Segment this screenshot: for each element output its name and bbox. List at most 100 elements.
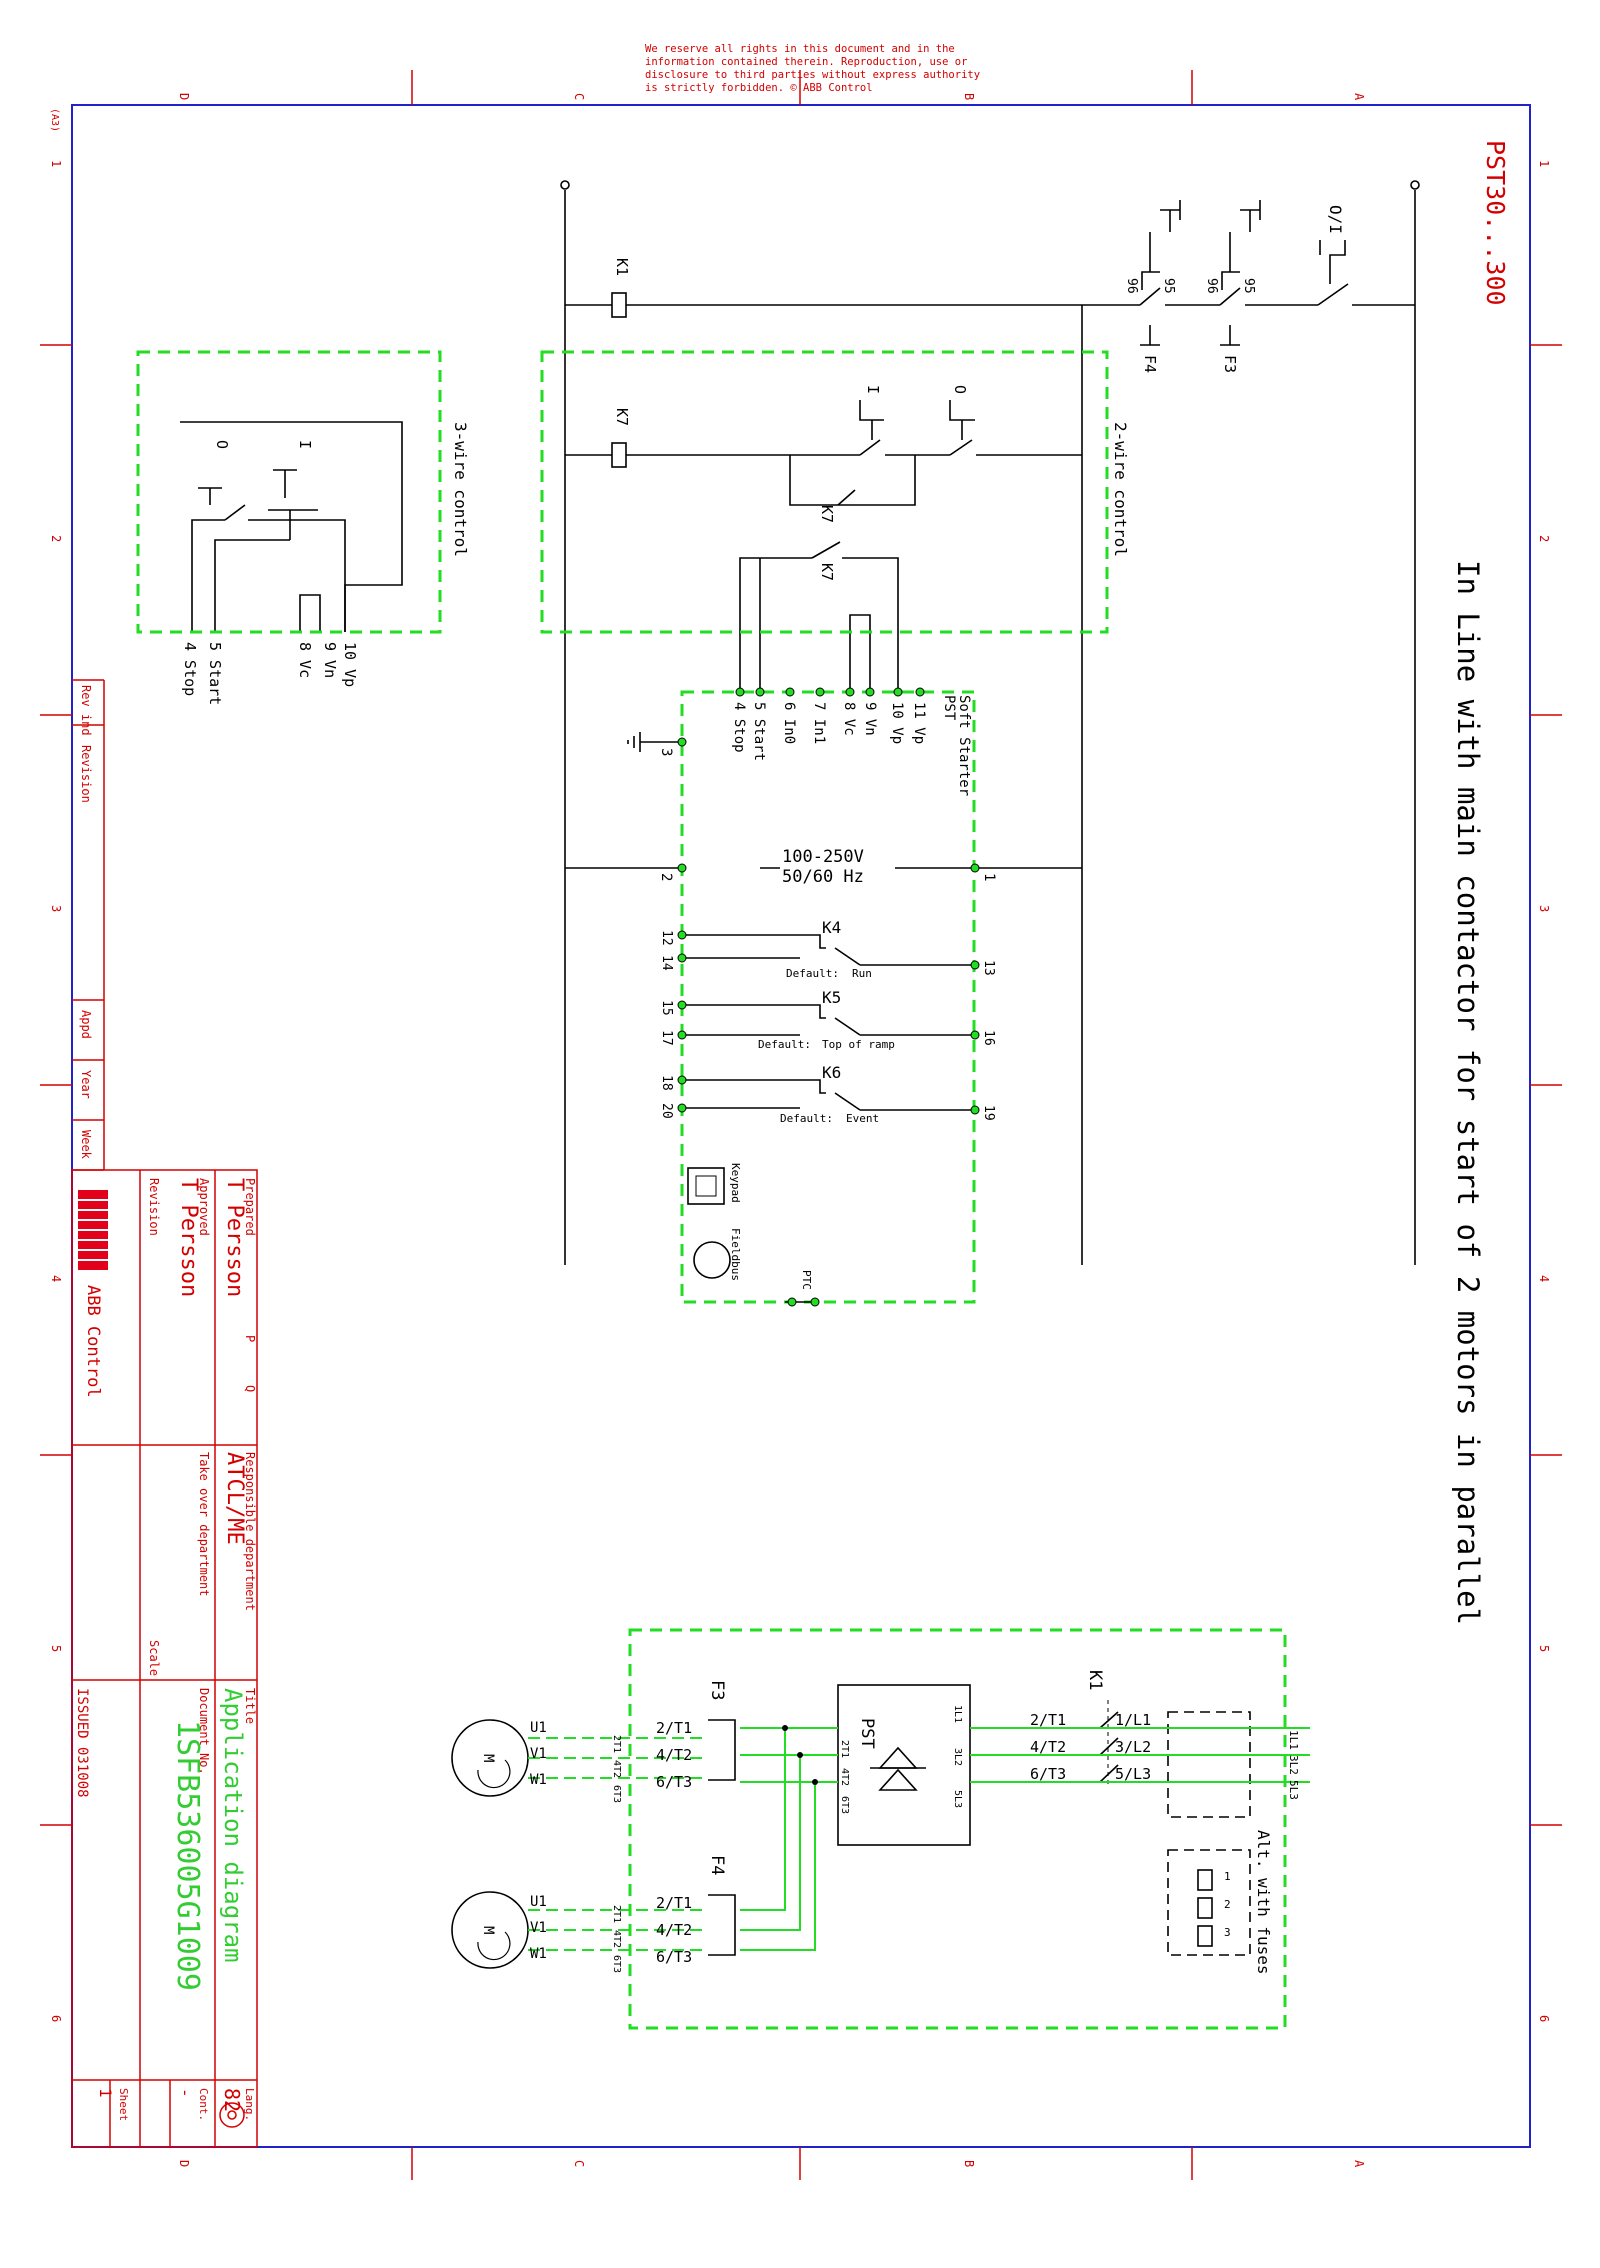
prepared-value: T Persson bbox=[222, 1178, 247, 1297]
three-wire-terminal-9: 9 Vn bbox=[321, 642, 339, 678]
k1-coil-label: K1 bbox=[613, 258, 631, 276]
week-label: Week bbox=[79, 1130, 93, 1160]
k6-default-label: Default: bbox=[780, 1112, 833, 1125]
row-number-1: 1 bbox=[49, 160, 63, 167]
terminal-13: 13 bbox=[981, 960, 996, 976]
q-mark: Q bbox=[243, 1385, 257, 1392]
control-labels: K1 K7 K7 K7 F4 F3 95 96 95 96 O/I O I O … bbox=[181, 205, 1345, 705]
terminal-20: 20 bbox=[659, 1103, 674, 1119]
document-number-value: 1SFB536005G1009 bbox=[170, 1720, 205, 1991]
k7-contact-label-b: K7 bbox=[818, 563, 836, 581]
terminal-17: 17 bbox=[659, 1030, 674, 1046]
revision-column-label: Revision bbox=[79, 745, 93, 803]
fieldbus-label: Fieldbus bbox=[729, 1228, 742, 1281]
k1-term-2t1: 2/T1 bbox=[1030, 1711, 1066, 1729]
relay-k4-label: K4 bbox=[822, 918, 841, 937]
motor2-out-2t1: 2T1 bbox=[611, 1905, 622, 1923]
two-wire-box bbox=[540, 350, 1109, 634]
k7-contact-label-a: K7 bbox=[818, 505, 836, 523]
col-letter-a: A bbox=[1352, 93, 1366, 101]
sheet-label: Sheet bbox=[117, 2088, 130, 2121]
pst-out-2t1: 2T1 bbox=[839, 1740, 850, 1758]
power-labels: K1 2/T1 1/L1 4/T2 3/L2 6/T3 5/L3 PST 1L1… bbox=[480, 1670, 1300, 1975]
ptc-label: PTC bbox=[800, 1270, 813, 1290]
supply-frequency: 50/60 Hz bbox=[782, 867, 864, 887]
soft-starter-box bbox=[680, 690, 976, 1304]
motor1-symbol: M bbox=[480, 1754, 496, 1762]
f4-96-label: 96 bbox=[1124, 278, 1139, 294]
pst-in-5l3: 5L3 bbox=[952, 1790, 963, 1808]
row-number-1-right: 1 bbox=[1537, 160, 1551, 167]
motor1-phase-u1: U1 bbox=[530, 1720, 547, 1736]
terminal-16: 16 bbox=[981, 1030, 996, 1046]
supply-voltage: 100-250V bbox=[782, 847, 864, 867]
power-f3-label: F3 bbox=[707, 1680, 727, 1700]
three-wire-terminal-8: 8 Vc bbox=[296, 642, 314, 678]
dashed-groups bbox=[136, 350, 1287, 2030]
revision-block-labels: Rev ind Revision Appd Year Week bbox=[79, 685, 93, 1160]
sheet-value: 1 bbox=[96, 2088, 115, 2098]
frame-letters: D C B A D C B A 1 2 3 4 5 6 1 2 3 4 5 6 … bbox=[49, 93, 1551, 2168]
notice-line-4: is strictly forbidden. © ABB Control bbox=[645, 82, 873, 94]
row-number-5: 5 bbox=[49, 1645, 63, 1652]
ss-terminal-10: 10 Vp bbox=[889, 702, 905, 744]
fuse-label-3: 3 bbox=[1224, 1926, 1231, 1939]
col-letter-c: C bbox=[572, 93, 586, 100]
f4-term-6t3: 6/T3 bbox=[656, 1948, 692, 1966]
title-block-lines bbox=[71, 1169, 258, 2148]
col-letter-d: D bbox=[177, 93, 191, 100]
title-block-labels: Prepared T Persson Approved T Persson Re… bbox=[74, 1178, 257, 2121]
company-name: ABB Control bbox=[83, 1285, 103, 1398]
revision-label: Revision bbox=[147, 1178, 161, 1236]
three-wire-start-i-label: I bbox=[296, 440, 314, 449]
three-wire-terminal-10: 10 Vp bbox=[341, 642, 359, 687]
k1-term-4t2: 4/T2 bbox=[1030, 1738, 1066, 1756]
motor2-phase-u1: U1 bbox=[530, 1894, 547, 1910]
title-label: Title bbox=[243, 1688, 257, 1724]
soft-starter-internals bbox=[682, 867, 975, 1303]
soft-starter-model: PST bbox=[941, 695, 957, 721]
responsible-dept-value: ATCL/ME bbox=[222, 1452, 247, 1545]
ss-terminal-7: 7 In1 bbox=[811, 702, 827, 744]
three-wire-box bbox=[136, 350, 442, 634]
ss-terminal-1: 1 bbox=[981, 873, 997, 881]
abb-logo bbox=[78, 1190, 108, 1270]
motor1-out-6t3: 6T3 bbox=[611, 1785, 622, 1803]
pst-block-label: PST bbox=[857, 1718, 877, 1749]
power-f4-label: F4 bbox=[707, 1855, 727, 1875]
terminal-12: 12 bbox=[659, 930, 674, 946]
row-number-6-right: 6 bbox=[1537, 2015, 1551, 2022]
k1-term-6t3: 6/T3 bbox=[1030, 1765, 1066, 1783]
col-letter-b-bottom: B bbox=[962, 2160, 976, 2167]
border-frame bbox=[71, 104, 1531, 2148]
year-label: Year bbox=[79, 1070, 93, 1099]
line-in-1l1: 1L1 bbox=[1287, 1730, 1300, 1750]
f3-label: F3 bbox=[1221, 355, 1239, 373]
motor1-phase-v1: V1 bbox=[530, 1746, 547, 1762]
ss-terminal-5: 5 Start bbox=[751, 702, 767, 761]
row-number-3: 3 bbox=[49, 905, 63, 912]
three-wire-control-label: 3-wire control bbox=[451, 422, 470, 557]
ss-terminal-2: 2 bbox=[658, 873, 674, 881]
row-number-5-right: 5 bbox=[1537, 1645, 1551, 1652]
row-number-6: 6 bbox=[49, 2015, 63, 2022]
product-title: PST30...300 bbox=[1481, 140, 1510, 306]
f3-term-4t2: 4/T2 bbox=[656, 1746, 692, 1764]
motor1-out-2t1: 2T1 bbox=[611, 1735, 622, 1753]
pst-in-1l1: 1L1 bbox=[952, 1705, 963, 1723]
approved-label: Approved bbox=[197, 1178, 211, 1236]
soft-starter-labels: Soft Starter PST 11 Vp 10 Vp 9 Vn 8 Vc 7… bbox=[658, 695, 997, 1290]
stop-o-label: O bbox=[951, 385, 969, 394]
soft-starter-title: Soft Starter bbox=[956, 695, 972, 796]
row-number-4-right: 4 bbox=[1537, 1275, 1551, 1282]
col-letter-d-bottom: D bbox=[177, 2160, 191, 2167]
col-letter-b: B bbox=[962, 93, 976, 100]
k5-default-value: Top of ramp bbox=[822, 1038, 895, 1051]
appd-label: Appd bbox=[79, 1010, 93, 1039]
row-number-3-right: 3 bbox=[1537, 905, 1551, 912]
line-in-5l3: 5L3 bbox=[1287, 1780, 1300, 1800]
power-junctions bbox=[782, 1725, 818, 1785]
diagram-description: In Line with main contactor for start of… bbox=[1451, 560, 1485, 1625]
three-wire-terminal-5: 5 Start bbox=[206, 642, 224, 705]
